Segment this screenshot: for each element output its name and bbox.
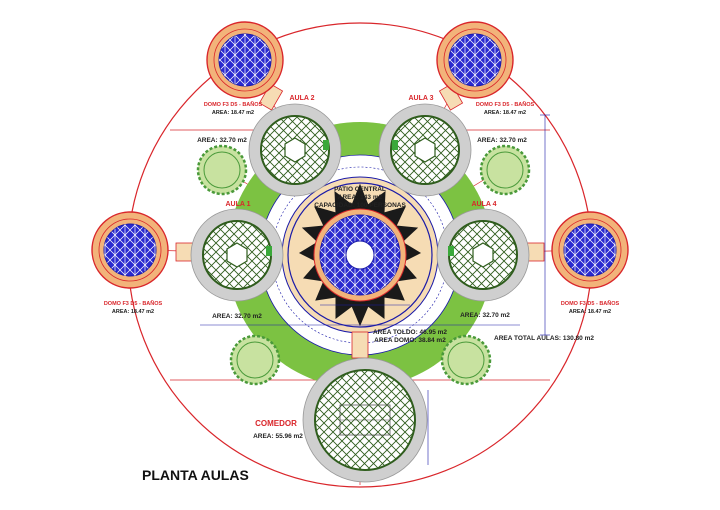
tree-left-upper [196,144,248,196]
dome-mid-right [551,211,629,289]
aula-1-name: AULA 1 [225,201,250,208]
dome-tr-name: DOMO F3 D5 - BAÑOS [476,101,535,108]
dome-top-left [206,21,284,99]
comedor-name: COMEDOR [255,419,297,428]
aula-4-dome [436,208,530,302]
dome-tr-area: AREA: 18.47 m2 [484,110,526,116]
dome-ml-area: AREA: 18.47 m2 [112,309,154,315]
toldo-domo-area: AREA DOMO: 38.84 m2 [374,337,446,344]
toldo-area: AREA TOLDO: 46.95 m2 [373,329,447,336]
comedor-dome [302,357,428,483]
patio-area: AREA: 143 m2 [338,194,383,201]
patio-blue-ring [287,182,433,328]
dome-top-right [436,21,514,99]
tree-right-upper [479,144,531,196]
aula-1-area: AREA: 32.70 m2 [212,313,262,320]
dome-tl-area: AREA: 18.47 m2 [212,110,254,116]
patio-capacity: CAPACIDAD: 100 PERSONAS [314,202,406,209]
patio-name: PATIO CENTRAL [334,186,386,193]
tree-left-lower [229,334,281,386]
aula-2-dome [248,103,342,197]
page-title: PLANTA AULAS [142,467,249,483]
aula-2-area: AREA: 32.70 m2 [197,137,247,144]
total-area: AREA TOTAL AULAS: 130.80 m2 [494,335,594,342]
dome-mr-name: DOMO F3 D5 - BAÑOS [561,300,620,307]
aula-2-name: AULA 2 [289,95,314,102]
dome-mid-left [91,211,169,289]
aula-3-name: AULA 3 [408,95,433,102]
dome-tl-name: DOMO F3 D5 - BAÑOS [204,101,263,108]
aula-1-dome [190,208,284,302]
aula-4-name: AULA 4 [471,201,496,208]
dimension-lines [200,114,550,465]
aula-3-area: AREA: 32.70 m2 [477,137,527,144]
aula-4-area: AREA: 32.70 m2 [460,312,510,319]
central-dome [298,183,422,327]
dome-mr-area: AREA: 18.47 m2 [569,309,611,315]
dome-ml-name: DOMO F3 D5 - BAÑOS [104,300,163,307]
tree-right-lower [440,334,492,386]
comedor-area: AREA: 55.96 m2 [253,433,303,440]
aula-3-dome [378,103,472,197]
